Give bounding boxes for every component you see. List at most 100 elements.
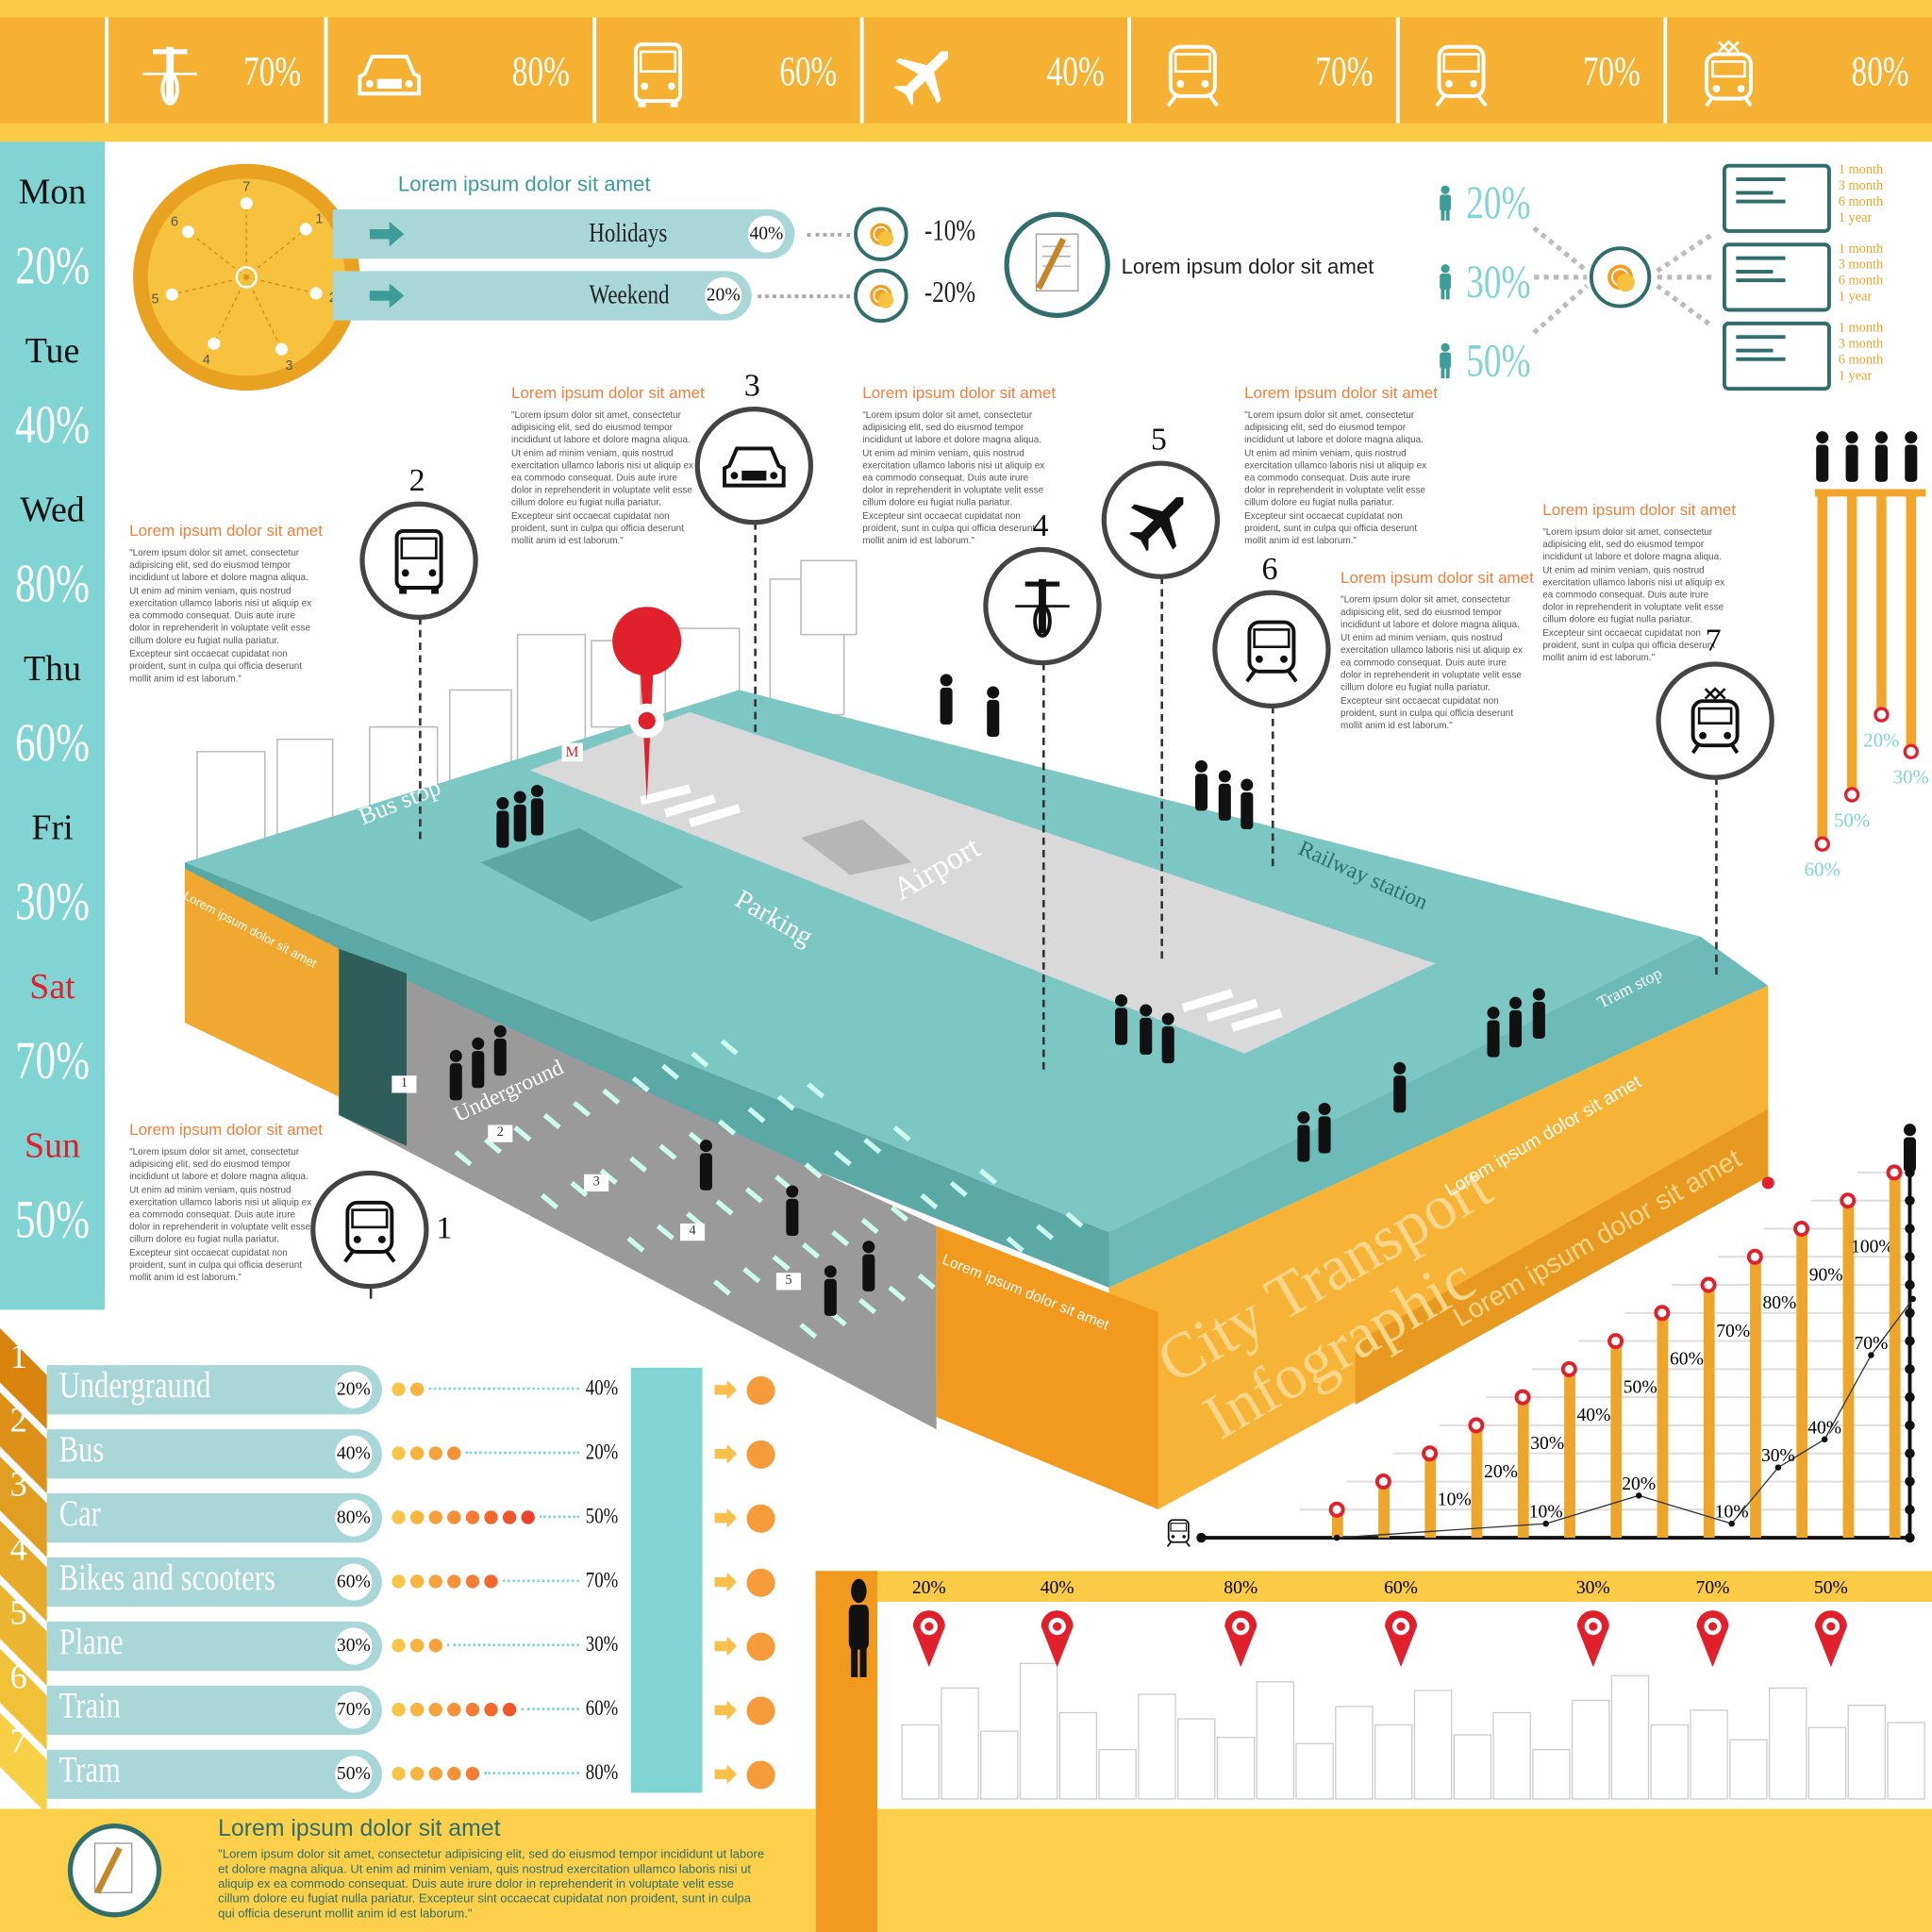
discount-change: -20% (924, 276, 976, 309)
mode-number: 1 (9, 1338, 27, 1376)
queue-bar (1817, 492, 1827, 844)
person-icon (862, 1241, 875, 1291)
bar-cap (1607, 1333, 1624, 1350)
block-body: "Lorem ipsum dolor sit amet, consectetur… (129, 1145, 312, 1283)
bar (1424, 1453, 1437, 1539)
arrow-right-icon (714, 1507, 738, 1528)
axis-dot (1905, 1532, 1915, 1543)
block-title: Lorem ipsum dolor sit amet (1341, 568, 1534, 587)
coin-icon (854, 268, 908, 324)
platform-number: 5 (775, 1273, 801, 1291)
person-icon (496, 797, 509, 848)
discount-pill: Weekend 20% (332, 271, 752, 321)
bar (1842, 1200, 1855, 1539)
marker-car-icon (694, 407, 814, 525)
location-pin-icon (1814, 1610, 1847, 1668)
mode-share: 60% (335, 1563, 373, 1601)
axis-dot (1905, 1279, 1915, 1291)
mode-number: 7 (9, 1722, 27, 1761)
bar (1657, 1312, 1669, 1539)
day-percent: 70% (15, 1029, 91, 1091)
location-pin-icon (1041, 1610, 1074, 1668)
person-icon (1905, 431, 1918, 482)
clock-number: 4 (203, 353, 210, 368)
discounts-title: Lorem ipsum dolor sit amet (397, 172, 651, 196)
person-icon (848, 1578, 869, 1677)
discount-change: -10% (924, 215, 976, 248)
tram-icon (1691, 37, 1765, 110)
lorem-text-block: Lorem ipsum dolor sit amet"Lorem ipsum d… (1542, 500, 1736, 664)
ticket-icon (1722, 163, 1831, 233)
mode-label: Car (58, 1493, 101, 1535)
person-icon (1426, 166, 1463, 240)
block-body: "Lorem ipsum dolor sit amet, consectetur… (862, 408, 1045, 546)
mode-target: 50% (585, 1503, 619, 1528)
queue-bar-label: 50% (1834, 808, 1870, 831)
marker-tram-icon (1656, 661, 1774, 780)
footer-icons-band (876, 1808, 1932, 1932)
queue-bar (1876, 492, 1887, 715)
bar-cap (1793, 1220, 1810, 1237)
mode-dot (746, 1568, 775, 1597)
person-icon (1115, 994, 1128, 1045)
notepad-pencil-icon (67, 1824, 162, 1918)
person-icon (1194, 759, 1208, 811)
marker-number: 6 (1261, 550, 1278, 587)
axis-dot (1905, 1364, 1915, 1374)
bar-label: 60% (1670, 1350, 1704, 1370)
ticket-icon (1722, 242, 1831, 312)
trend-label: 20% (1622, 1474, 1656, 1494)
mode-dot (746, 1375, 775, 1405)
usage-percent: 30% (1576, 1578, 1610, 1598)
trend-point (1821, 1436, 1828, 1443)
bar-cap (1886, 1164, 1903, 1181)
mode-number: 5 (9, 1594, 27, 1633)
marker-number: 1 (436, 1209, 453, 1246)
mode-number: 6 (9, 1658, 27, 1697)
top-cell-percent: 40% (1046, 49, 1105, 95)
block-body: "Lorem ipsum dolor sit amet, consectetur… (1341, 593, 1524, 731)
person-icon (1903, 1124, 1917, 1173)
top-cell-percent: 70% (1314, 49, 1374, 95)
mode-share: 20% (335, 1371, 373, 1408)
bar-cap (1654, 1305, 1671, 1322)
train-icon (1424, 37, 1498, 110)
person-icon (530, 784, 543, 836)
queue-bar-label: 60% (1805, 858, 1840, 881)
footer-body: "Lorem ipsum dolor sit amet, consectetur… (218, 1848, 765, 1922)
mode-share: 40% (335, 1435, 373, 1473)
mode-label: Plane (58, 1621, 124, 1662)
person-icon (1845, 431, 1858, 482)
train-icon (1156, 37, 1229, 110)
mode-label: Undergraund (58, 1365, 211, 1407)
usage-percent: 70% (1696, 1578, 1730, 1598)
block-body: "Lorem ipsum dolor sit amet, consectetur… (1542, 525, 1725, 663)
person-icon (699, 1140, 712, 1191)
person-icon (1140, 1004, 1153, 1056)
lorem-text-block: Lorem ipsum dolor sit amet"Lorem ipsum d… (129, 521, 323, 685)
arrow-right-icon (714, 1636, 738, 1657)
bar-cap (1374, 1473, 1391, 1490)
platform-number: 4 (679, 1223, 706, 1241)
location-pin-icon (1224, 1610, 1257, 1668)
platform-number: 1 (391, 1075, 417, 1093)
mode-target: 80% (585, 1759, 619, 1785)
bar-label: 70% (1716, 1322, 1750, 1341)
mode-target: 60% (585, 1695, 619, 1721)
lorem-text-block: Lorem ipsum dolor sit amet "Lorem ipsum d… (1341, 568, 1534, 732)
bar (1378, 1481, 1390, 1539)
person-icon (1318, 1102, 1331, 1154)
lorem-text-block: Lorem ipsum dolor sit amet"Lorem ipsum d… (862, 383, 1056, 547)
axis-dot (1905, 1476, 1915, 1487)
queue-bars: 60%50%20%30% (1805, 431, 1929, 881)
axis-dot (1905, 1336, 1915, 1346)
arrow-right-icon (714, 1700, 738, 1721)
bike-icon (133, 37, 207, 110)
person-icon (1426, 245, 1463, 319)
bar-label: 100% (1851, 1238, 1894, 1257)
block-body: "Lorem ipsum dolor sit amet, consectetur… (511, 408, 693, 546)
day-percent: 50% (15, 1189, 91, 1250)
